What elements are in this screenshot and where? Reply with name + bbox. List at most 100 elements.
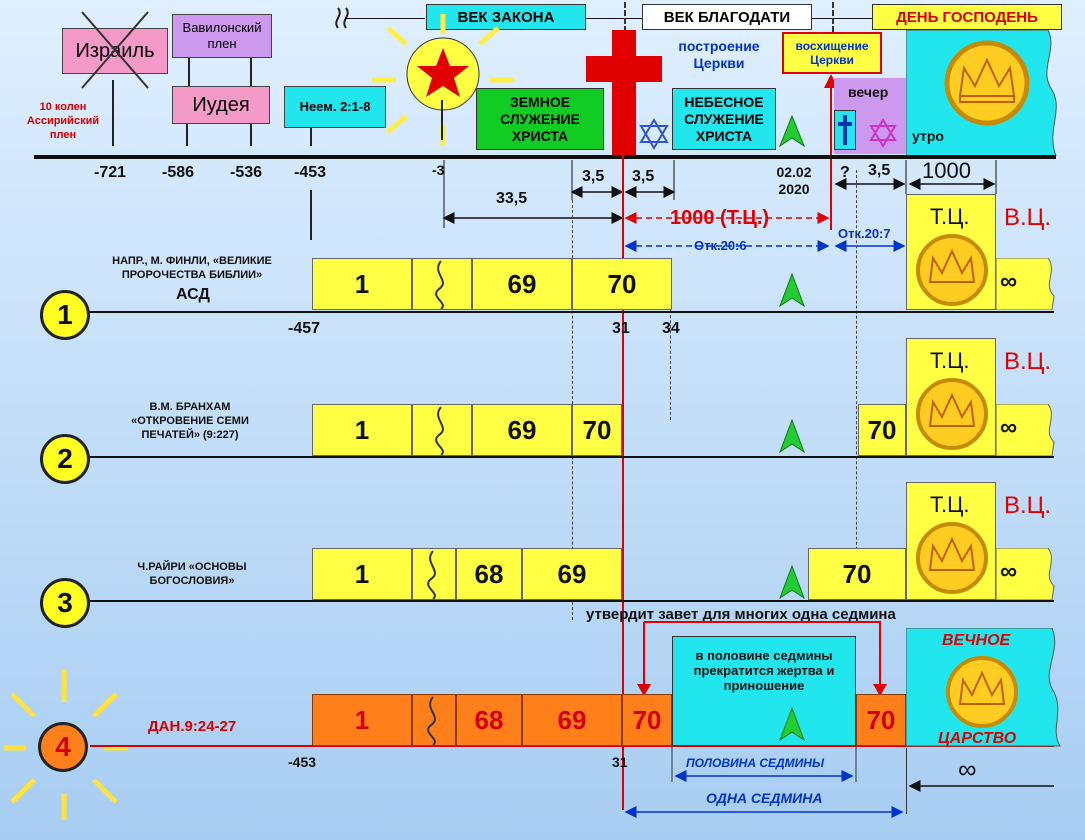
arrow-line xyxy=(310,190,312,240)
divider xyxy=(832,2,834,32)
row1-infinity-box xyxy=(996,258,1055,310)
row1-vc: В.Ц. xyxy=(1004,204,1052,231)
guide-line xyxy=(670,310,671,420)
earthly-ministry-box: ЗЕМНОЕ СЛУЖЕНИЕ ХРИСТА xyxy=(476,88,604,150)
arrow-up-icon xyxy=(778,272,806,308)
row2-cell-69: 69 xyxy=(472,404,572,456)
row3-line xyxy=(60,600,1054,602)
row1-number: 1 xyxy=(40,290,90,340)
arrow-up-icon xyxy=(778,114,806,148)
row3-source: Ч.РАЙРИ «ОСНОВЫ БОГОСЛОВИЯ» xyxy=(137,561,247,587)
evening-label: вечер xyxy=(848,84,889,100)
row4-cell-70a: 70 xyxy=(622,694,672,746)
covenant-label: утвердит завет для многих одна седмина xyxy=(586,606,896,623)
row1-line xyxy=(60,311,1054,313)
row1-cell-1: 1 xyxy=(312,258,412,310)
row3-gap xyxy=(412,548,456,600)
cross-icon xyxy=(586,30,662,156)
break-icon xyxy=(427,696,436,745)
year-3: -3 xyxy=(432,162,445,178)
bottom-spans xyxy=(624,746,1054,818)
arrow-line xyxy=(310,128,312,146)
span-3-5-left: 3,5 xyxy=(582,168,605,185)
guide-line xyxy=(856,170,857,600)
row1-cell-69: 69 xyxy=(472,258,572,310)
header-line xyxy=(586,18,642,19)
break-icon xyxy=(427,550,436,599)
row4-gap xyxy=(412,694,456,746)
header-line xyxy=(812,18,872,19)
sacrifice-box xyxy=(672,636,856,746)
break-icon xyxy=(435,260,444,309)
row1-year-457: -457 xyxy=(288,320,321,337)
arrow-line xyxy=(112,80,114,146)
crown-icon xyxy=(916,378,988,450)
infinity-icon: ∞ xyxy=(1000,268,1018,295)
sun-icon xyxy=(4,670,128,820)
unknown-year: ? xyxy=(840,164,850,181)
row3-infinity-box xyxy=(996,548,1055,600)
row1-cell-70: 70 xyxy=(572,258,672,310)
arrow-line xyxy=(250,124,252,146)
small-cross-box xyxy=(834,110,856,150)
guide-line xyxy=(906,748,907,814)
row4-source: ДАН.9:24-27 xyxy=(148,718,237,735)
assyria-label: 10 колен Ассирийский плен xyxy=(26,101,100,141)
sun-icon xyxy=(372,14,514,146)
divider xyxy=(624,2,626,32)
year-453: -453 xyxy=(294,164,327,181)
row4-cell-1: 1 xyxy=(312,694,412,746)
sacrifice-label: в половине седмины прекратится жертва и … xyxy=(693,648,835,693)
row3-vc: В.Ц. xyxy=(1004,492,1052,519)
row4-cell-70b: 70 xyxy=(856,694,906,746)
row2-cell-70a: 70 xyxy=(572,404,622,456)
judea-box: Иудея xyxy=(172,86,270,124)
cross-icon xyxy=(838,115,852,145)
rapture-box: восхищение Церкви xyxy=(782,32,882,74)
age-day-of-lord: ДЕНЬ ГОСПОДЕНЬ xyxy=(872,4,1062,30)
row1-year-34: 34 xyxy=(662,320,680,337)
span-1000: 1000 xyxy=(922,158,971,183)
rev-20-6: Отк.20:6 xyxy=(694,238,747,253)
morning-label: утро xyxy=(912,128,944,144)
main-timeline xyxy=(34,155,1056,159)
row2-cell-1: 1 xyxy=(312,404,412,456)
row2-source: В.М. БРАНХАМ «ОТКРОВЕНИЕ СЕМИ ПЕЧАТЕЙ» (… xyxy=(131,401,249,441)
row3-cell-70: 70 xyxy=(808,548,906,600)
row1-year-31: 31 xyxy=(612,320,630,337)
row3-cell-1: 1 xyxy=(312,548,412,600)
nehemiah-box: Неем. 2:1-8 xyxy=(284,86,386,128)
row1-source: НАПР., М. ФИНЛИ, «ВЕЛИКИЕ ПРОРОЧЕСТВА БИ… xyxy=(112,255,272,281)
span-arrows xyxy=(442,160,997,252)
row4-year-31: 31 xyxy=(612,754,628,770)
break-icon xyxy=(435,406,444,455)
row3-number: 3 xyxy=(40,578,90,628)
row4-cell-68: 68 xyxy=(456,694,522,746)
age-grace: ВЕК БЛАГОДАТИ xyxy=(642,4,812,30)
year-536: -536 xyxy=(230,164,263,181)
span-3-5-right: 3,5 xyxy=(632,168,655,185)
arrow-up-icon xyxy=(778,706,806,742)
year-2020: 02.02 2020 xyxy=(776,164,812,197)
eternal-label-1: ВЕЧНОЕ xyxy=(942,632,1011,649)
rev-20-7: Отк.20:7 xyxy=(838,226,891,241)
age-law: ВЕК ЗАКОНА xyxy=(426,4,586,30)
arrow-line xyxy=(250,58,252,88)
crown-icon xyxy=(946,656,1018,728)
row1-tc: Т.Ц. xyxy=(930,204,970,229)
church-building-label: построение Церкви xyxy=(678,38,760,71)
row3-cell-68: 68 xyxy=(456,548,522,600)
star-of-david-icon xyxy=(869,118,897,148)
arrow-line xyxy=(441,100,443,140)
span-1000-tc: 1000 (Т.Ц.) xyxy=(670,207,770,229)
crown-icon xyxy=(944,40,1030,126)
row3-tc: Т.Ц. xyxy=(930,492,970,517)
row1-sub: АСД xyxy=(176,286,210,303)
year-721: -721 xyxy=(94,164,127,181)
row2-infinity-box xyxy=(996,404,1055,456)
row2-tc: Т.Ц. xyxy=(930,348,970,373)
row1-gap xyxy=(412,258,472,310)
row4-number: 4 xyxy=(38,722,88,772)
arrow-line xyxy=(186,124,188,146)
arrow-up-icon xyxy=(778,418,806,454)
